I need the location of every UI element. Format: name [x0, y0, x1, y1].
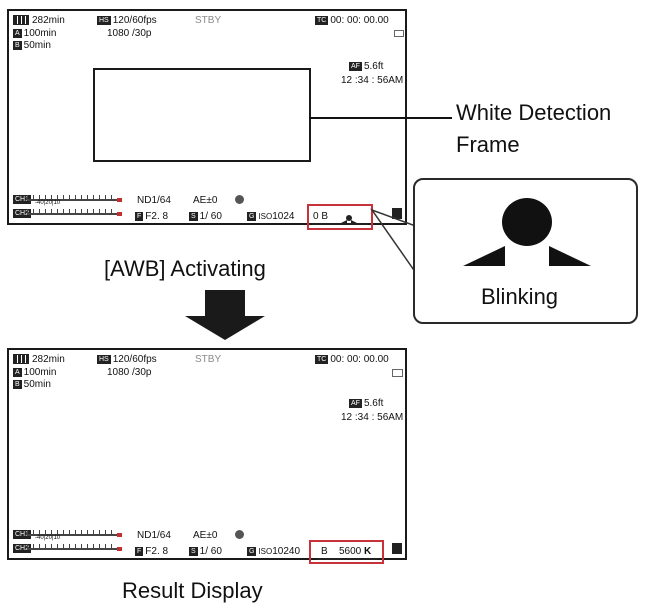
white-detection-frame [93, 68, 311, 162]
timecode-icon: TC [315, 15, 329, 25]
wb-highlight-bottom [309, 540, 384, 564]
media-icon [392, 369, 403, 377]
battery-remaining: 282min [13, 354, 65, 365]
focus-icon: AF [349, 398, 362, 408]
battery-icon [13, 15, 29, 26]
awb-activating-label: [AWB] Activating [104, 256, 266, 281]
resolution: 1080 /30p [107, 367, 152, 378]
result-display-label: Result Display [122, 578, 263, 603]
slot-a-icon: A [13, 367, 22, 377]
white-balance-mode: B [321, 546, 328, 557]
white-detection-label-line1: White Detection [456, 100, 612, 125]
slot-b-icon: B [13, 379, 22, 389]
focus-icon: AF [349, 61, 362, 71]
clock: 12 :34 : 56AM [341, 412, 404, 423]
audio-meter-ch2: CH2 [13, 544, 123, 554]
ae-level: AE±0 [193, 195, 218, 206]
clock: 12 :34 : 56AM [341, 75, 404, 86]
lock-icon [392, 208, 402, 219]
audio-meter-ch2: CH2 [13, 209, 123, 219]
ch2-icon: CH2 [13, 544, 32, 553]
frame-rate-icon: HS [97, 15, 111, 25]
face-detect-icon [235, 530, 244, 539]
ch2-icon: CH2 [13, 209, 32, 218]
color-temperature: 5600 K [339, 546, 372, 557]
awb-blinking-icon-large [463, 198, 591, 266]
resolution: 1080 /30p [107, 28, 152, 39]
gain-icon: G [247, 211, 257, 221]
ch1-icon: CH1 [13, 195, 32, 204]
wb-highlight-top [307, 204, 373, 230]
ch1-icon: CH1 [13, 530, 32, 539]
record-status: STBY [195, 354, 222, 365]
blinking-label: Blinking [481, 284, 559, 309]
wb-underline [317, 558, 377, 560]
blinking-callout: Blinking [413, 178, 638, 324]
battery-icon [13, 354, 29, 365]
gain-icon: G [247, 546, 257, 556]
wb-underline [311, 223, 367, 225]
white-detection-label-line2: Frame [456, 132, 520, 157]
audio-meter-ch1: CH1 [13, 195, 123, 205]
awb-blinking-icon-small [341, 210, 357, 223]
slot-b-icon: B [13, 40, 22, 50]
slot-a-icon: A [13, 28, 22, 38]
audio-meter-ch1: CH1 [13, 530, 123, 540]
nd-filter: ND1/64 [137, 195, 171, 206]
media-icon [394, 30, 404, 37]
ae-level: AE±0 [193, 530, 218, 541]
white-balance-mode: 0 B [313, 211, 329, 222]
nd-filter: ND1/64 [137, 530, 171, 541]
battery-remaining: 282min [13, 15, 65, 26]
iris-icon: F [135, 546, 144, 556]
audio-scale: -40|20|10 [35, 535, 61, 541]
record-status: STBY [195, 15, 222, 26]
timecode-icon: TC [315, 354, 329, 364]
face-detect-icon [235, 195, 244, 204]
audio-scale: -40|20|10 [35, 200, 61, 206]
frame-rate-icon: HS [97, 354, 111, 364]
lock-icon [392, 543, 402, 554]
shutter-icon: S [189, 211, 198, 221]
shutter-icon: S [189, 546, 198, 556]
iris-icon: F [135, 211, 144, 221]
